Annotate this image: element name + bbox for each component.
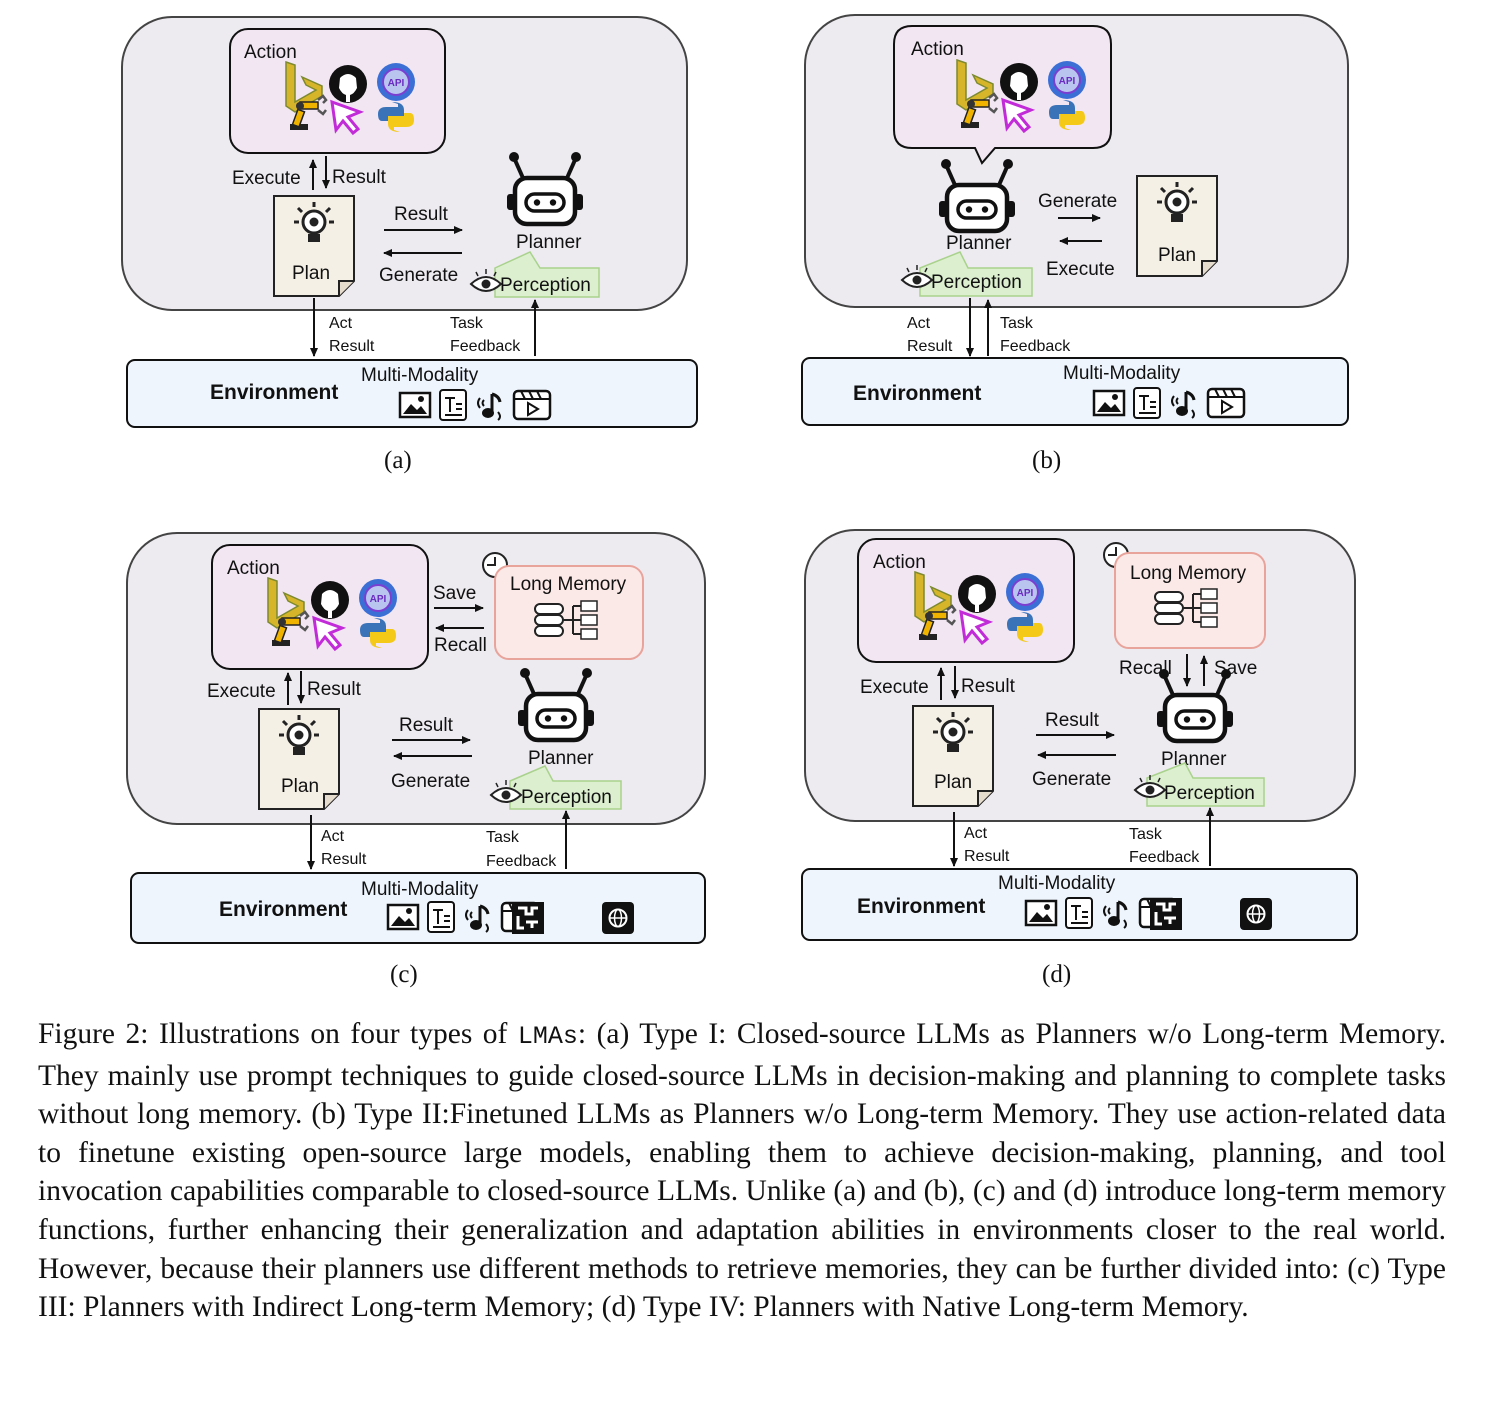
- execute-label: Execute: [860, 677, 929, 698]
- result-label: Result: [332, 167, 387, 188]
- plan-label: Plan: [934, 772, 972, 793]
- generate-label: Generate: [1032, 769, 1111, 790]
- action-label: Action: [873, 552, 926, 573]
- result-label: Result: [321, 851, 367, 868]
- environment-label: Environment: [219, 898, 347, 921]
- result-label: Result: [1045, 710, 1100, 731]
- planner-label: Planner: [1161, 749, 1227, 770]
- generate-label: Generate: [391, 771, 470, 792]
- save-label: Save: [433, 583, 476, 604]
- planner-label: Planner: [528, 748, 594, 769]
- panel-b: Action Planner Generate Execute Plan Per…: [801, 14, 1349, 474]
- panel-a-sublabel: (a): [384, 447, 412, 474]
- multi-modality-label: Multi-Modality: [1063, 363, 1181, 384]
- execute-label: Execute: [1046, 259, 1115, 280]
- multi-modality-label: Multi-Modality: [361, 365, 479, 386]
- task-label: Task: [1129, 826, 1163, 843]
- act-label: Act: [964, 825, 988, 842]
- long-memory-label: Long Memory: [510, 574, 627, 595]
- action-label: Action: [911, 39, 964, 60]
- figure-caption: Figure 2: Illustrations on four types of…: [38, 1015, 1446, 1327]
- result-label: Result: [329, 338, 375, 355]
- perception-label: Perception: [500, 275, 591, 296]
- perception-label: Perception: [931, 272, 1022, 293]
- caption-part1: Illustrations on four types of: [158, 1018, 508, 1050]
- perception-label: Perception: [1164, 783, 1255, 804]
- plan-label: Plan: [1158, 245, 1196, 266]
- result-label: Result: [399, 715, 454, 736]
- result-label: Result: [964, 848, 1010, 865]
- execute-label: Execute: [207, 681, 276, 702]
- act-label: Act: [907, 315, 931, 332]
- long-memory-label: Long Memory: [1130, 563, 1247, 584]
- plan-label: Plan: [292, 263, 330, 284]
- feedback-label: Feedback: [1000, 338, 1071, 355]
- panel-c: Action Save Recall Long Memory Execute R…: [126, 532, 706, 988]
- panel-b-sublabel: (b): [1032, 447, 1061, 474]
- result-label: Result: [907, 338, 953, 355]
- caption-code-term: LMAs: [517, 1022, 578, 1051]
- environment-label: Environment: [853, 382, 981, 405]
- result-label: Result: [961, 676, 1016, 697]
- eye-icon: [1134, 774, 1166, 798]
- panel-a: Action Execute Result Plan Result Genera…: [121, 16, 698, 474]
- task-label: Task: [450, 315, 484, 332]
- task-label: Task: [486, 829, 520, 846]
- recall-label: Recall: [1119, 658, 1172, 679]
- panel-d: Action Long Memory Recall Save Execute R…: [801, 529, 1358, 988]
- caption-part2: : (a) Type I: Closed-source LLMs as Plan…: [38, 1018, 1446, 1324]
- recall-label: Recall: [434, 635, 487, 656]
- multi-modality-label: Multi-Modality: [361, 879, 479, 900]
- panel-d-sublabel: (d): [1042, 961, 1071, 988]
- environment-label: Environment: [210, 381, 338, 404]
- eye-icon: [470, 268, 502, 292]
- save-label: Save: [1214, 658, 1257, 679]
- planner-label: Planner: [946, 233, 1012, 254]
- figure-label: Figure 2:: [38, 1018, 149, 1050]
- multi-modality-label: Multi-Modality: [998, 873, 1116, 894]
- generate-label: Generate: [1038, 191, 1117, 212]
- result-label: Result: [394, 204, 449, 225]
- eye-icon: [490, 779, 522, 803]
- action-label: Action: [244, 42, 297, 63]
- action-label: Action: [227, 558, 280, 579]
- plan-label: Plan: [281, 776, 319, 797]
- generate-label: Generate: [379, 265, 458, 286]
- execute-label: Execute: [232, 168, 301, 189]
- feedback-label: Feedback: [486, 853, 557, 870]
- result-label: Result: [307, 679, 362, 700]
- perception-label: Perception: [521, 787, 612, 808]
- planner-label: Planner: [516, 232, 582, 253]
- environment-label: Environment: [857, 895, 985, 918]
- eye-icon: [901, 264, 933, 288]
- act-label: Act: [329, 315, 353, 332]
- feedback-label: Feedback: [450, 338, 521, 355]
- task-label: Task: [1000, 315, 1034, 332]
- panel-c-sublabel: (c): [390, 961, 418, 988]
- feedback-label: Feedback: [1129, 849, 1200, 866]
- figure-diagram: API: [121, 14, 1358, 988]
- act-label: Act: [321, 828, 345, 845]
